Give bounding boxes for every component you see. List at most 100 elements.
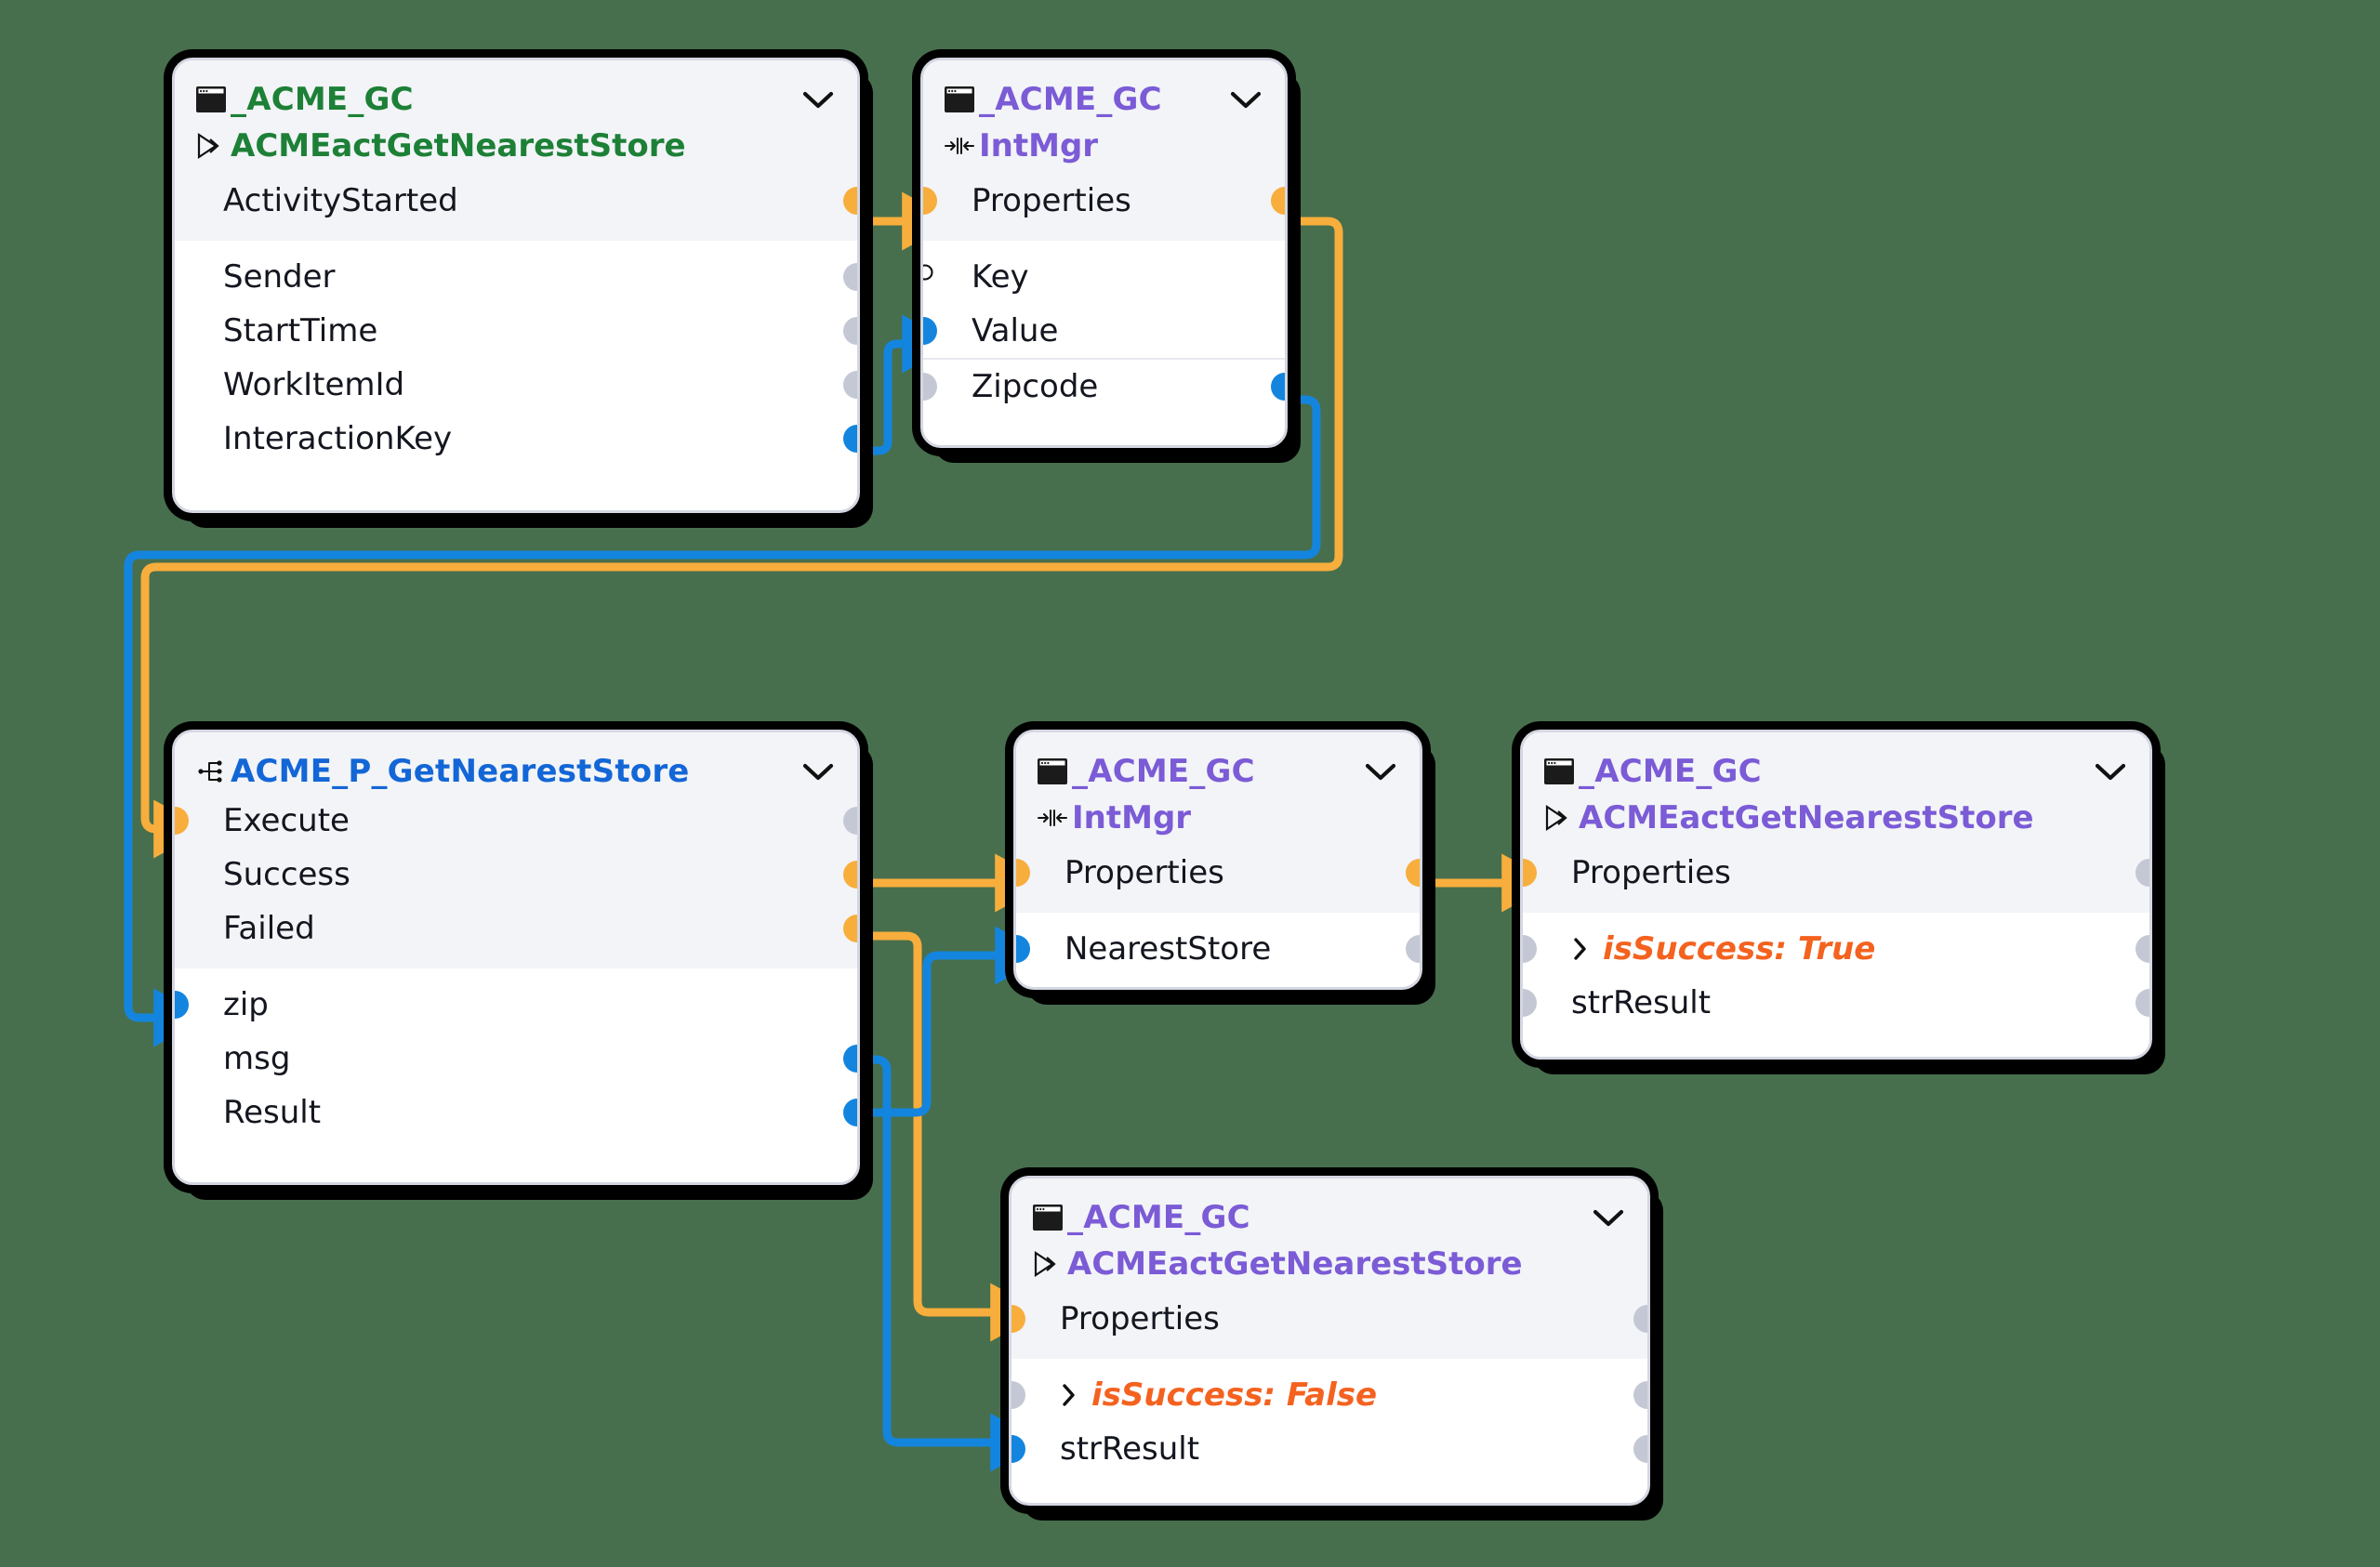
output-port-blue[interactable] (843, 1099, 857, 1126)
node-title-row[interactable]: _ACME_GC (1523, 742, 2149, 794)
node-title-row[interactable]: _ACME_GC (1016, 742, 1420, 794)
row-success[interactable]: Success (175, 848, 857, 902)
row-label: Success (223, 856, 350, 893)
output-port-grey[interactable] (843, 317, 857, 345)
row-execute[interactable]: Execute (175, 794, 857, 848)
row-nereststore[interactable]: NearestStore (1016, 922, 1420, 976)
row-workitemid[interactable]: WorkItemId (175, 358, 857, 412)
output-port-grey[interactable] (843, 371, 857, 399)
row-strresult[interactable]: strResult (1523, 976, 2149, 1030)
output-port-orange[interactable] (1406, 859, 1420, 887)
chevron-down-icon[interactable] (783, 88, 837, 111)
node-title-row[interactable]: ACME_P_GetNearestStore (175, 742, 857, 794)
row-failed[interactable]: Failed (175, 902, 857, 955)
node-act-success-false[interactable]: _ACME_GC ACMEactGetNearestStore Properti… (1009, 1176, 1650, 1506)
output-port-grey[interactable] (2135, 989, 2149, 1017)
output-port-grey[interactable] (1633, 1305, 1647, 1333)
play-outline-icon (1032, 1250, 1067, 1278)
input-port-orange[interactable] (1012, 1305, 1025, 1333)
chevron-down-icon[interactable] (1345, 760, 1399, 783)
input-port-orange[interactable] (175, 807, 189, 835)
row-starttime[interactable]: StartTime (175, 304, 857, 358)
node-subtitle-row: ACMEactGetNearestStore (1523, 794, 2149, 846)
input-port-grey[interactable] (1523, 989, 1537, 1017)
input-port-grey[interactable] (923, 373, 937, 401)
row-label: Properties (972, 182, 1131, 219)
node-subtitle: IntMgr (1072, 799, 1192, 836)
row-zipcode[interactable]: Zipcode (923, 360, 1285, 414)
chevron-right-icon[interactable] (1571, 935, 1590, 963)
row-interactionkey[interactable]: InteractionKey (175, 412, 857, 466)
chevron-down-icon[interactable] (1210, 88, 1264, 111)
output-port-grey[interactable] (843, 807, 857, 835)
input-port-blue[interactable] (923, 317, 937, 345)
node-subtitle-row: IntMgr (1016, 794, 1420, 846)
play-outline-icon (1543, 804, 1579, 832)
output-port-grey[interactable] (1406, 935, 1420, 963)
row-label: Properties (1064, 854, 1224, 891)
input-port-grey[interactable] (1012, 1381, 1025, 1409)
node-header: _ACME_GC ACMEactGetNearestStore Properti… (1012, 1179, 1647, 1359)
node-acme-p-getnereststore[interactable]: ACME_P_GetNearestStore Execute Success F… (172, 730, 860, 1185)
chevron-down-icon[interactable] (1573, 1206, 1627, 1229)
output-port-grey[interactable] (2135, 935, 2149, 963)
node-act-success-true[interactable]: _ACME_GC ACMEactGetNearestStore Properti… (1520, 730, 2152, 1060)
row-issuccess-false[interactable]: isSuccess: False (1012, 1368, 1647, 1422)
row-properties[interactable]: Properties (1012, 1292, 1647, 1346)
output-port-blue[interactable] (1271, 373, 1285, 401)
output-port-blue[interactable] (843, 1045, 857, 1073)
output-port-grey[interactable] (2135, 859, 2149, 887)
node-title-row[interactable]: _ACME_GC (923, 70, 1285, 122)
output-port-blue[interactable] (843, 425, 857, 453)
output-port-orange[interactable] (843, 861, 857, 889)
row-key[interactable]: Key (923, 250, 1285, 304)
output-port-orange[interactable] (843, 187, 857, 215)
input-port-orange[interactable] (1016, 859, 1030, 887)
collapse-arrows-icon (944, 132, 979, 160)
row-msg[interactable]: msg (175, 1032, 857, 1086)
row-value[interactable]: Value (923, 304, 1285, 358)
node-title: _ACME_GC (979, 81, 1162, 118)
node-subtitle: ACMEactGetNearestStore (231, 127, 686, 165)
window-icon (1032, 1204, 1067, 1231)
node-header: _ACME_GC IntMgr Properties (923, 60, 1285, 241)
window-icon (195, 86, 231, 113)
node-activity-started-source[interactable]: _ACME_GC ACMEactGetNearestStore Activity… (172, 58, 860, 513)
input-port-grey[interactable] (1523, 935, 1537, 963)
input-port-blue[interactable] (1012, 1435, 1025, 1463)
input-port-orange[interactable] (1523, 859, 1537, 887)
window-icon (1543, 757, 1579, 785)
node-subtitle-row: ACMEactGetNearestStore (1012, 1240, 1647, 1292)
node-subtitle: ACMEactGetNearestStore (1579, 799, 2034, 836)
wire-failed-to-properties-false (853, 931, 1044, 1342)
row-label: isSuccess: False (1091, 1376, 1378, 1414)
row-zip[interactable]: zip (175, 978, 857, 1032)
node-title-row[interactable]: _ACME_GC (1012, 1188, 1647, 1240)
row-label: Failed (223, 910, 315, 947)
input-port-blue[interactable] (1016, 935, 1030, 963)
chevron-right-icon[interactable] (1060, 1381, 1078, 1409)
row-properties[interactable]: Properties (1016, 846, 1420, 900)
input-port-orange[interactable] (923, 187, 937, 215)
row-result[interactable]: Result (175, 1086, 857, 1139)
chevron-down-icon[interactable] (2075, 760, 2129, 783)
node-header: _ACME_GC ACMEactGetNearestStore Activity… (175, 60, 857, 241)
row-properties[interactable]: Properties (1523, 846, 2149, 900)
output-port-grey[interactable] (1633, 1435, 1647, 1463)
output-port-grey[interactable] (1633, 1381, 1647, 1409)
wire-msg-to-strresult (853, 1055, 1044, 1472)
row-properties[interactable]: Properties (923, 174, 1285, 228)
row-sender[interactable]: Sender (175, 250, 857, 304)
output-port-orange[interactable] (1271, 187, 1285, 215)
row-strresult[interactable]: strResult (1012, 1422, 1647, 1476)
input-port-blue[interactable] (175, 991, 189, 1019)
output-port-orange[interactable] (843, 915, 857, 942)
node-title-row[interactable]: _ACME_GC (175, 70, 857, 122)
chevron-down-icon[interactable] (783, 760, 837, 783)
node-intmgr-top[interactable]: _ACME_GC IntMgr Properties (920, 58, 1288, 448)
row-issuccess-true[interactable]: isSuccess: True (1523, 922, 2149, 976)
row-activity-started[interactable]: ActivityStarted (175, 174, 857, 228)
node-header: _ACME_GC ACMEactGetNearestStore Properti… (1523, 732, 2149, 913)
node-intmgr-mid[interactable]: _ACME_GC IntMgr Properties (1013, 730, 1422, 990)
output-port-grey[interactable] (843, 263, 857, 291)
